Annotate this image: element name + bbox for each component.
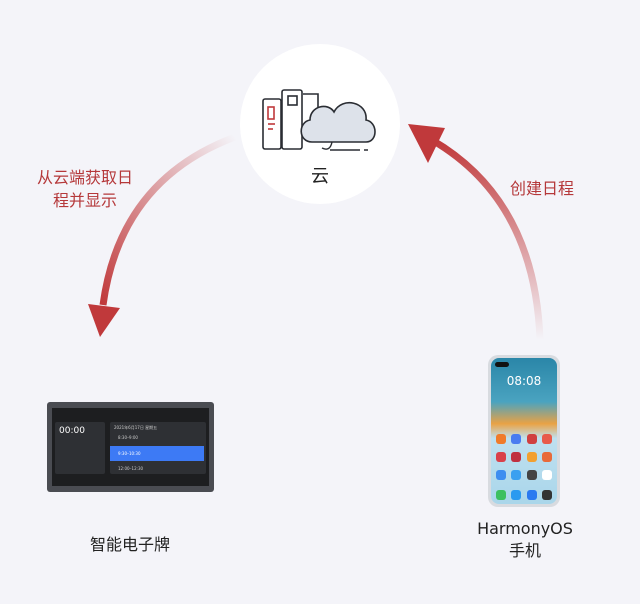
phone-label: HarmonyOS 手机	[460, 518, 590, 562]
left-arrow-label: 从云端获取日 程并显示	[30, 166, 140, 212]
board-clock-panel: 00:00	[55, 422, 105, 474]
schedule-slot: 12:00–12:30	[118, 466, 144, 471]
board-date: 2021年6月17日 星期五	[114, 425, 158, 430]
cloud-label: 云	[311, 166, 329, 187]
camera-cutout	[495, 362, 509, 367]
harmonyos-phone: 08:08	[488, 355, 560, 507]
board-screen: 00:00 2021年6月17日 星期五 8:30–9:00 9:30–10:3…	[52, 408, 209, 486]
schedule-slot-active: 9:30–10:30	[110, 446, 204, 461]
arrow-head-down	[88, 304, 120, 337]
arrow-phone-to-cloud	[430, 136, 544, 341]
phone-clock: 08:08	[506, 374, 542, 388]
right-arrow-label: 创建日程	[510, 179, 575, 198]
phone-label-line2: 手机	[508, 541, 541, 560]
board-label: 智能电子牌	[89, 535, 170, 554]
arrow-cloud-to-board	[99, 133, 237, 306]
phone-screen: 08:08	[491, 358, 557, 504]
schedule-slot-time: 9:30–10:30	[118, 451, 141, 456]
smart-board-device: 00:00 2021年6月17日 星期五 8:30–9:00 9:30–10:3…	[47, 402, 214, 492]
phone-label-line1: HarmonyOS	[477, 519, 573, 538]
cloud-storage-icon	[262, 89, 376, 151]
cloud-node: 云	[240, 44, 400, 204]
left-label-line1: 从云端获取日	[36, 168, 133, 187]
left-label-line2: 程并显示	[52, 191, 117, 210]
board-schedule-panel: 2021年6月17日 星期五 8:30–9:00 9:30–10:30 12:0…	[110, 422, 206, 474]
board-clock: 00:00	[59, 426, 85, 436]
schedule-slot: 8:30–9:00	[118, 435, 138, 440]
arrow-head-up	[408, 124, 445, 163]
